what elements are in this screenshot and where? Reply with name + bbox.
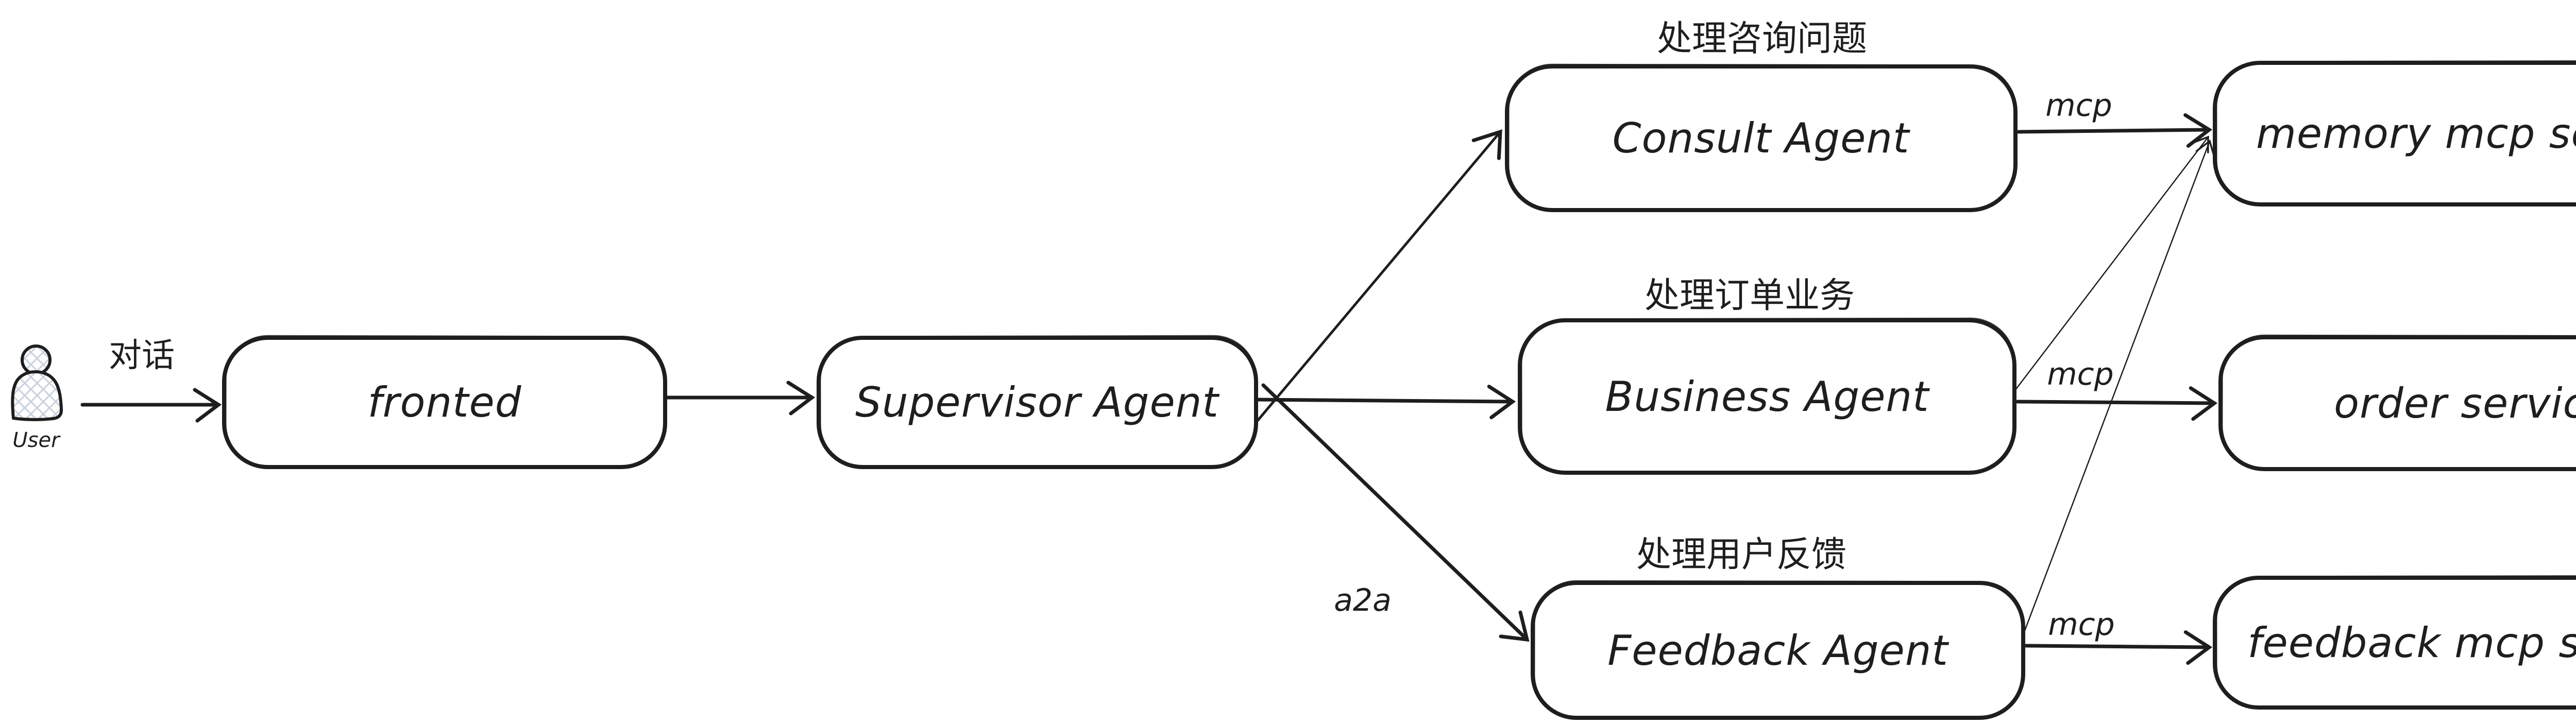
user-body-icon [11, 370, 63, 421]
node-feedback-mcp-server-label: feedback mcp server [2247, 619, 2576, 667]
edge-supervisor-feedback-line [1261, 383, 1530, 642]
node-feedback-agent-label: Feedback Agent [1607, 627, 1949, 675]
node-memory-mcp-server-label: memory mcp server [2256, 110, 2576, 158]
user-head-icon [21, 344, 52, 375]
user-label: User [12, 428, 61, 452]
node-consult-agent-caption: 处理咨询问题 [1657, 19, 1867, 59]
edge-feedback-server-line [2024, 630, 2213, 665]
node-memory-mcp-server: memory mcp server [2213, 60, 2576, 206]
node-consult-agent-label: Consult Agent [1613, 114, 1910, 162]
edge-consult-memory-line [2016, 113, 2213, 148]
edge-feedback-memory-server [2021, 140, 2215, 639]
node-fronted-label: fronted [367, 378, 521, 426]
edge-supervisor-business-line [1254, 385, 1516, 420]
node-business-agent-box-sketch [1520, 317, 2015, 474]
node-feedback-agent-box-sketch [1533, 580, 2024, 719]
edge-supervisor-business [1254, 385, 1516, 420]
node-supervisor-agent-box-sketch [819, 335, 1257, 468]
node-fronted-box-sketch [225, 335, 666, 468]
edge-consult-memory-label: mcp [2045, 88, 2112, 124]
edge-user-fronted-label: 对话 [109, 337, 175, 375]
edge-business-memory-server [2014, 135, 2209, 391]
user-figure: User [11, 344, 63, 452]
edge-business-order-line [2015, 386, 2218, 421]
edge-feedback-feedback-server: mcp [2024, 607, 2213, 665]
edge-supervisor-consult [1256, 129, 1502, 423]
node-memory-mcp-server-box-sketch [2215, 60, 2576, 205]
node-order-service-box-sketch [2221, 334, 2576, 470]
node-order-service-label: order service [2334, 380, 2576, 427]
edge-supervisor-feedback: a2a [1261, 383, 1530, 642]
edge-supervisor-consult-sketch-line [1259, 262, 1392, 419]
edge-business-order-label: mcp [2047, 356, 2114, 392]
node-feedback-agent-caption: 处理用户反馈 [1636, 535, 1846, 575]
edge-supervisor-feedback-label: a2a [1334, 582, 1392, 618]
node-order-service: order service [2218, 334, 2576, 471]
node-feedback-mcp-server: feedback mcp server [2213, 575, 2576, 710]
node-supervisor-agent: Supervisor Agent [817, 335, 1258, 469]
edge-business-order-service: mcp [2015, 356, 2218, 421]
node-fronted: fronted [222, 335, 667, 469]
node-consult-agent: 处理咨询问题 Consult Agent [1505, 19, 2018, 212]
node-feedback-agent: 处理用户反馈 Feedback Agent [1531, 535, 2025, 720]
edge-business-memory-line [2014, 135, 2209, 391]
node-feedback-mcp-server-box-sketch [2215, 575, 2576, 709]
node-supervisor-agent-label: Supervisor Agent [855, 378, 1219, 426]
node-consult-agent-box-sketch [1507, 63, 2016, 211]
edge-consult-memory-server: mcp [2016, 88, 2213, 148]
edge-feedback-memory-line [2021, 140, 2215, 639]
edge-user-fronted: 对话 [80, 337, 222, 423]
edge-feedback-server-label: mcp [2048, 607, 2115, 643]
node-business-agent: 处理订单业务 Business Agent [1518, 275, 2016, 475]
node-business-agent-caption: 处理订单业务 [1645, 275, 1855, 316]
node-business-agent-label: Business Agent [1605, 373, 1930, 421]
